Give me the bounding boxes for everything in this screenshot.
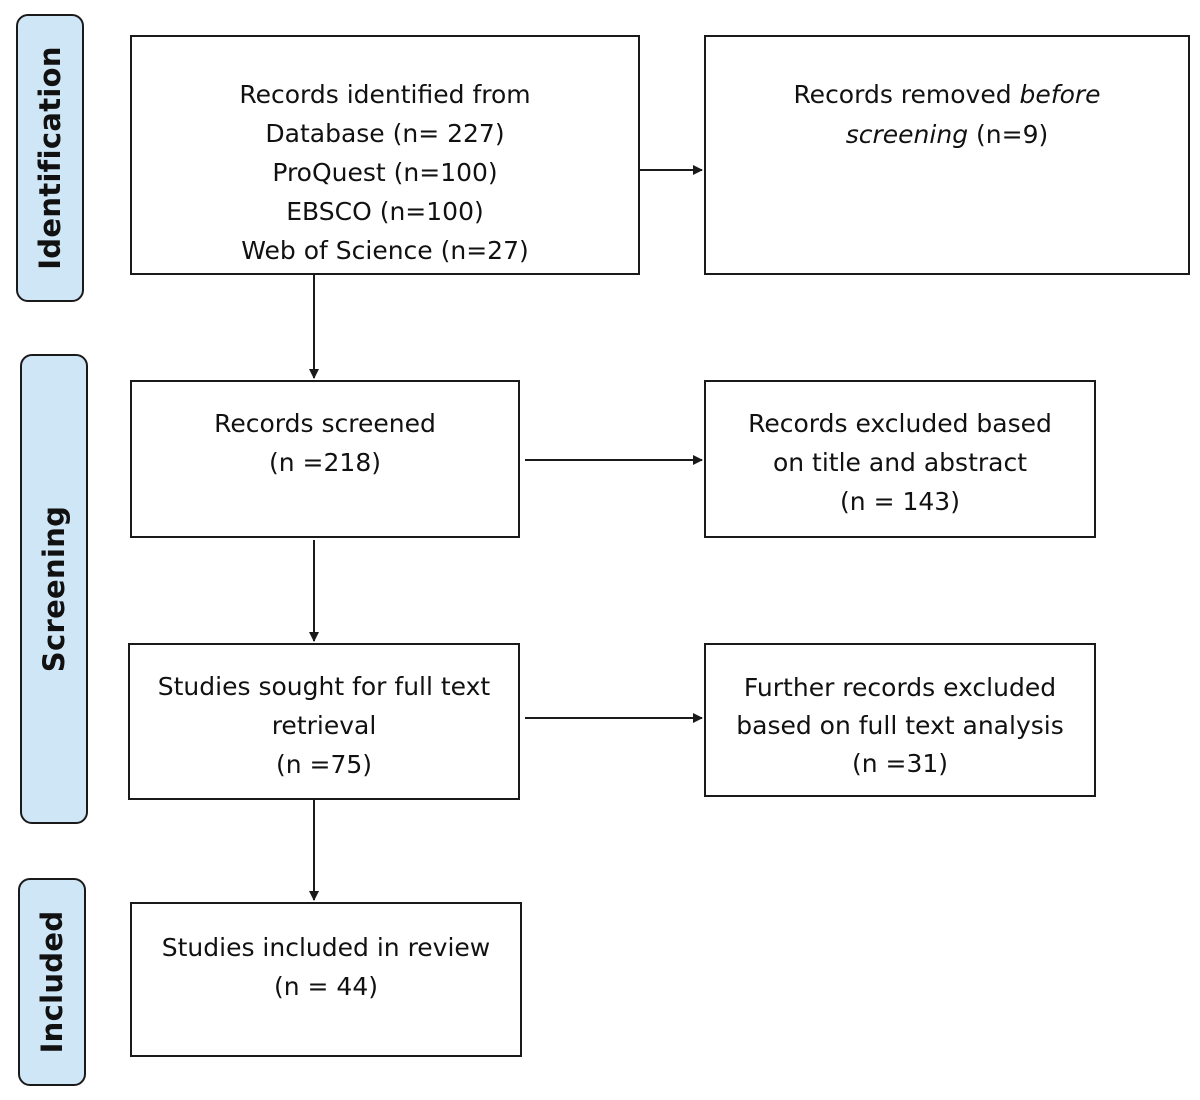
studies-included-line-2: (n = 44) — [273, 972, 378, 1001]
records-removed-before: before — [1019, 80, 1101, 109]
records-excluded-line-1: Records excluded based — [748, 409, 1052, 438]
records-identified-line-2: Database (n= 227) — [265, 119, 505, 148]
phase-identification-label: Identification — [33, 46, 67, 270]
box-records-identified: Records identified from Database (n= 227… — [130, 35, 640, 275]
records-removed-text: Records removed — [793, 80, 1020, 109]
records-removed-line-2: screening (n=9) — [706, 115, 1188, 155]
records-identified-line-5: Web of Science (n=27) — [241, 236, 529, 265]
studies-sought-line-3: (n =75) — [275, 750, 373, 779]
phase-included: Included — [18, 878, 86, 1086]
further-excluded-line-3: (n =31) — [851, 749, 949, 778]
studies-included-line-1: Studies included in review — [161, 933, 491, 962]
box-studies-included: Studies included in review (n = 44) — [130, 902, 522, 1057]
records-screened-line-1: Records screened — [214, 409, 436, 438]
phase-screening: Screening — [20, 354, 88, 824]
box-further-excluded: Further records excluded based on full t… — [704, 643, 1096, 797]
records-identified-line-3: ProQuest (n=100) — [272, 158, 498, 187]
records-excluded-line-3: (n = 143) — [840, 487, 960, 516]
records-screened-line-2: (n =218) — [269, 448, 381, 477]
further-excluded-line-2: based on full text analysis — [736, 711, 1064, 740]
box-records-removed: Records removed before screening (n=9) — [704, 35, 1190, 275]
records-identified-line-1: Records identified from — [239, 80, 531, 109]
box-studies-sought: Studies sought for full text retrieval (… — [128, 643, 520, 800]
records-removed-count: (n=9) — [968, 120, 1049, 149]
studies-sought-line-1: Studies sought for full text — [157, 672, 491, 701]
box-records-screened: Records screened (n =218) — [130, 380, 520, 538]
box-records-excluded: Records excluded based on title and abst… — [704, 380, 1096, 538]
records-excluded-line-2: on title and abstract — [772, 448, 1028, 477]
phase-included-label: Included — [35, 910, 69, 1054]
records-identified-line-4: EBSCO (n=100) — [286, 197, 484, 226]
records-removed-line-1: Records removed before — [706, 75, 1188, 115]
records-removed-screening: screening — [845, 120, 969, 149]
further-excluded-line-1: Further records excluded — [743, 673, 1057, 702]
studies-sought-line-2: retrieval — [271, 711, 377, 740]
phase-identification: Identification — [16, 14, 84, 302]
phase-screening-label: Screening — [37, 505, 71, 673]
